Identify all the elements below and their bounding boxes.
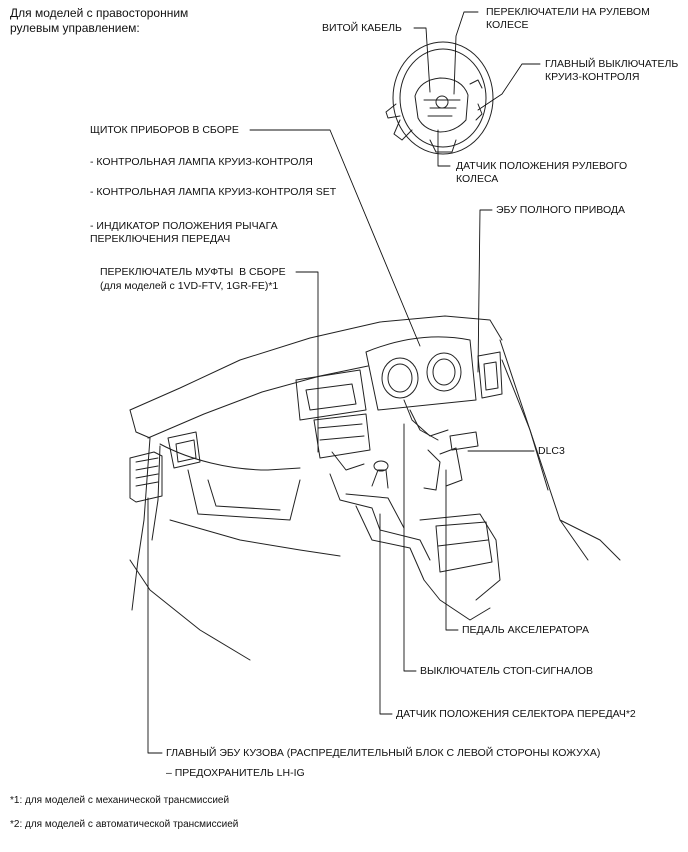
label-steering-pad-switch-line-2: КОЛЕСЕ (486, 19, 529, 31)
label-combination-meter: ЩИТОК ПРИБОРОВ В СБОРЕ (90, 124, 239, 136)
footnote-1: *1: для моделей с механической трансмисс… (10, 795, 230, 806)
label-shift-indicator-line-2: ПЕРЕКЛЮЧЕНИЯ ПЕРЕДАЧ (90, 233, 231, 245)
header-line-1: Для моделей с правосторонним (10, 6, 189, 20)
leader-lines (147, 11, 541, 754)
label-cruise-set-indicator: - КОНТРОЛЬНАЯ ЛАМПА КРУИЗ-КОНТРОЛЯ SET (90, 186, 337, 198)
label-dlc3: DLC3 (538, 445, 565, 457)
dashboard-illustration (129, 315, 621, 661)
header-line-2: рулевым управлением: (10, 21, 140, 35)
label-clutch-switch-line-1: ПЕРЕКЛЮЧАТЕЛЬ МУФТЫ В СБОРЕ (100, 266, 286, 278)
label-shift-sensor: ДАТЧИК ПОЛОЖЕНИЯ СЕЛЕКТОРА ПЕРЕДАЧ*2 (396, 708, 636, 720)
steering-wheel-illustration (385, 41, 494, 155)
label-awd-ecu: ЭБУ ПОЛНОГО ПРИВОДА (496, 204, 626, 216)
label-fuse: – ПРЕДОХРАНИТЕЛЬ LH-IG (166, 767, 305, 779)
label-body-ecu: ГЛАВНЫЙ ЭБУ КУЗОВА (РАСПРЕДЕЛИТЕЛЬНЫЙ БЛ… (166, 747, 601, 759)
label-steering-pad-switch-line-1: ПЕРЕКЛЮЧАТЕЛИ НА РУЛЕВОМ (486, 6, 650, 18)
label-clutch-switch-line-2: (для моделей с 1VD-FTV, 1GR-FE)*1 (100, 280, 279, 292)
label-steering-sensor-line-2: КОЛЕСА (456, 173, 499, 185)
label-cruise-main-switch-line-1: ГЛАВНЫЙ ВЫКЛЮЧАТЕЛЬ (545, 58, 679, 70)
label-steering-sensor-line-1: ДАТЧИК ПОЛОЖЕНИЯ РУЛЕВОГО (456, 160, 628, 172)
label-accel-pedal: ПЕДАЛЬ АКСЕЛЕРАТОРА (462, 624, 589, 636)
label-cruise-main-switch-line-2: КРУИЗ-КОНТРОЛЯ (545, 71, 640, 83)
label-spiral-cable: ВИТОЙ КАБЕЛЬ (322, 22, 402, 34)
label-cruise-indicator: - КОНТРОЛЬНАЯ ЛАМПА КРУИЗ-КОНТРОЛЯ (90, 156, 313, 168)
footnote-2: *2: для моделей с автоматической трансми… (10, 819, 239, 830)
label-stop-switch: ВЫКЛЮЧАТЕЛЬ СТОП-СИГНАЛОВ (420, 665, 593, 677)
label-shift-indicator-line-1: - ИНДИКАТОР ПОЛОЖЕНИЯ РЫЧАГА (90, 220, 278, 232)
